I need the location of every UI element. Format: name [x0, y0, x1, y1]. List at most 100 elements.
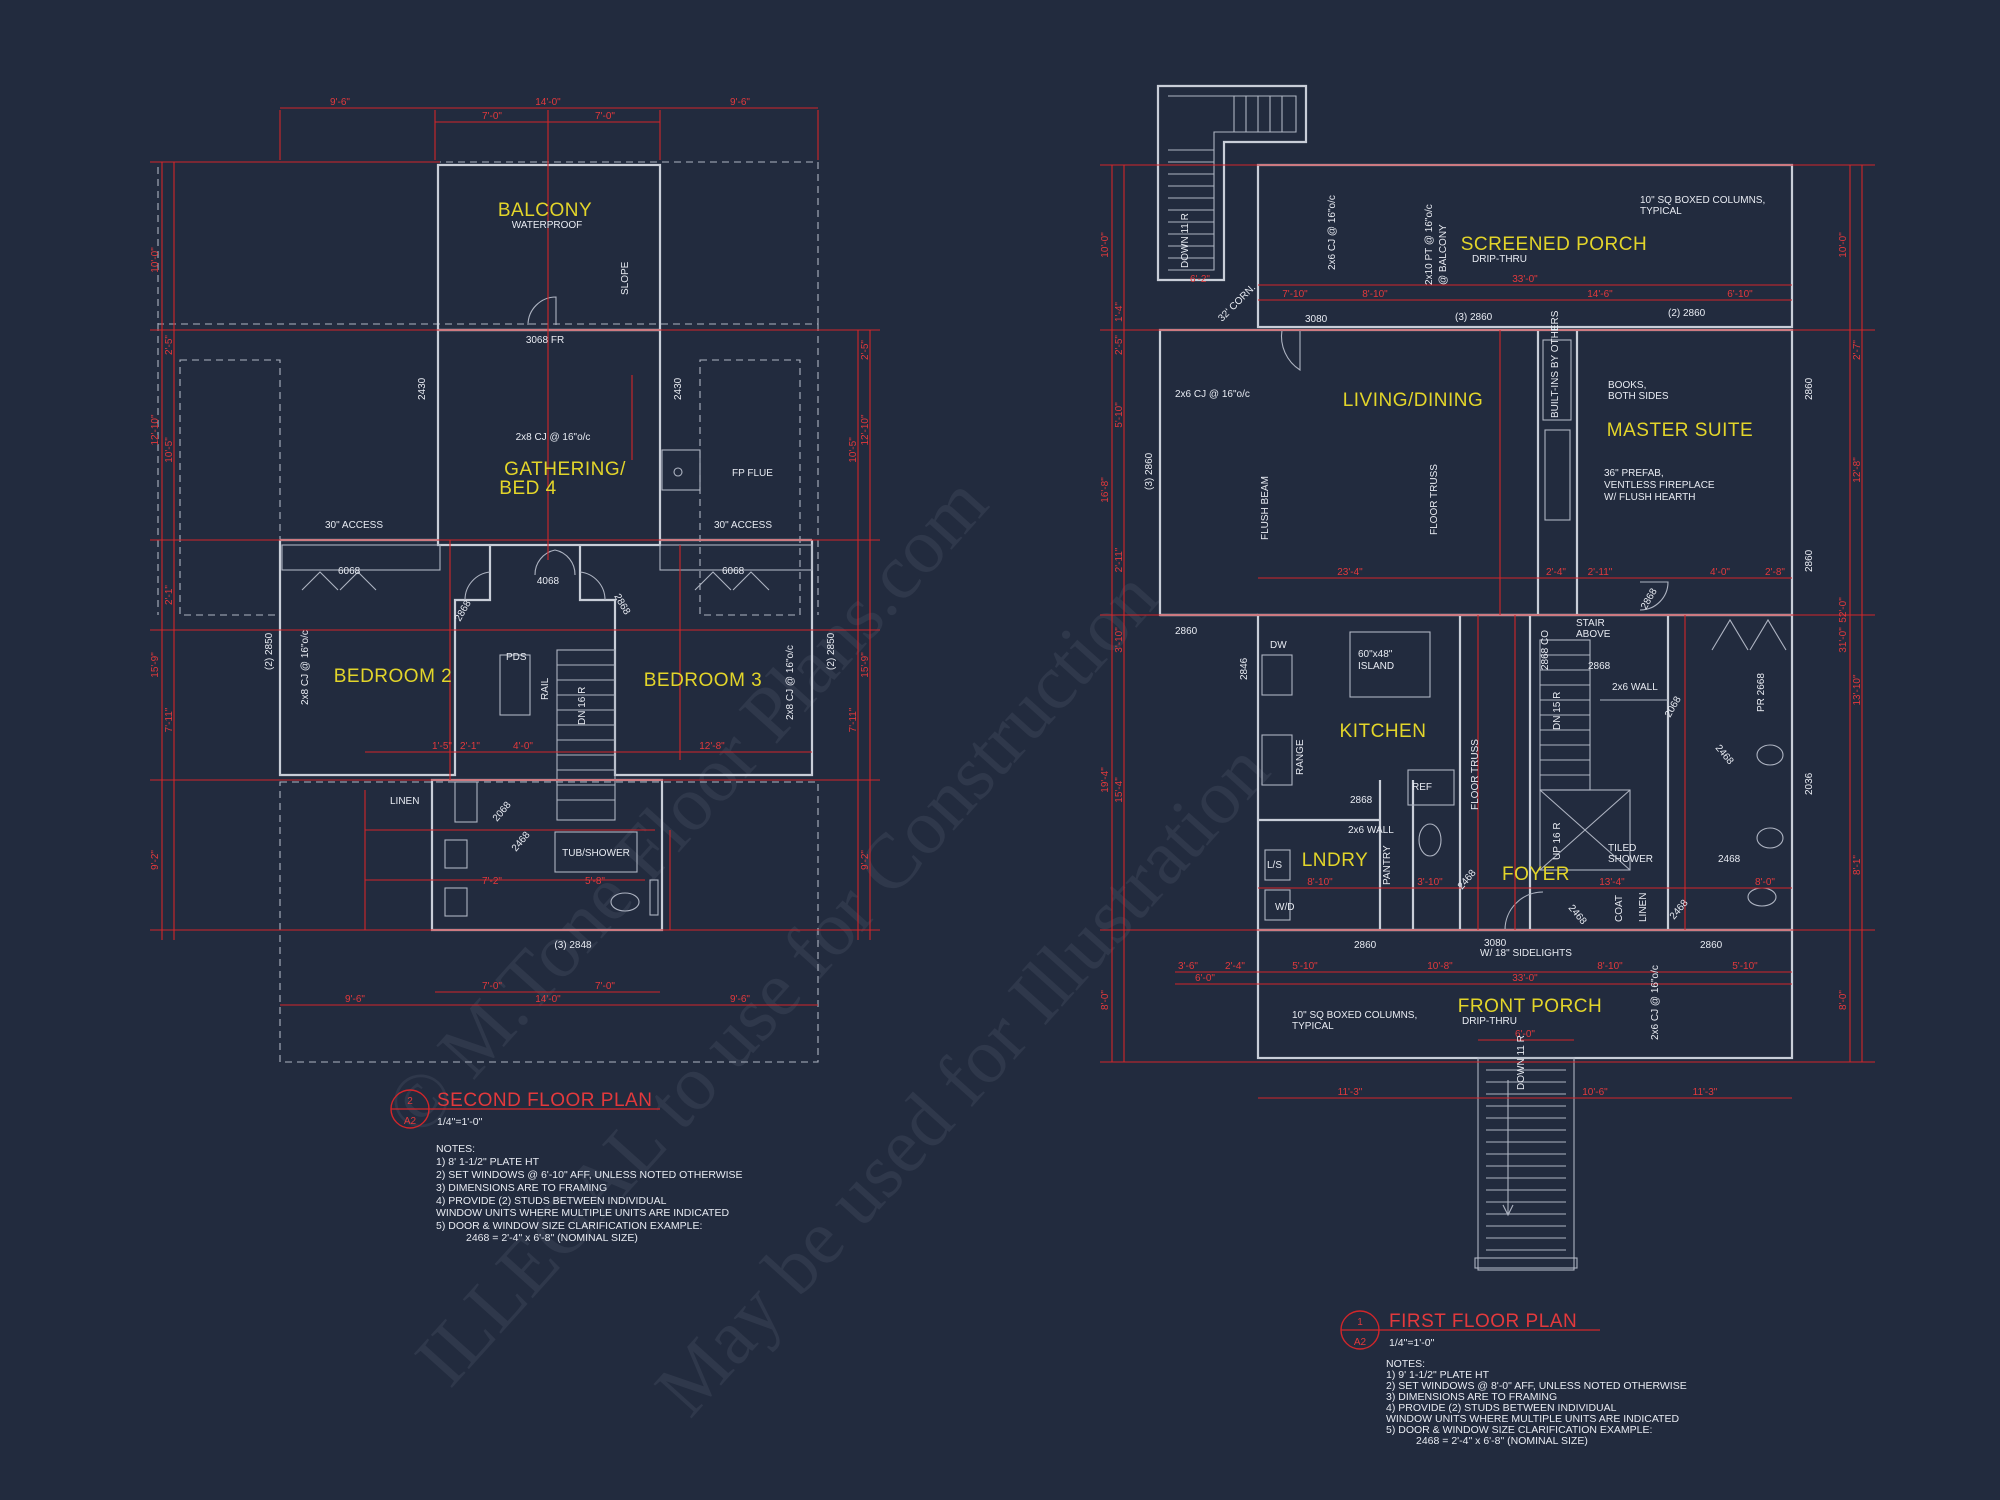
- dim-text: 15'-4": [1114, 777, 1125, 803]
- room-living-dining: LIVING/DINING: [1343, 390, 1484, 411]
- door-label: 2468: [1718, 854, 1741, 865]
- dim-text: 3'-6": [1178, 961, 1198, 972]
- plan-title: FIRST FLOOR PLAN: [1389, 1311, 1577, 1332]
- dim-text: 10'-0": [1838, 232, 1849, 258]
- dim-text: 15'-9": [860, 652, 871, 678]
- living-block: [1158, 328, 1794, 617]
- stair-above-label: STAIR: [1576, 618, 1605, 629]
- pds-label: PDS: [506, 652, 527, 663]
- dim-text: 8'-0": [1838, 990, 1849, 1010]
- note-line: 4) PROVIDE (2) STUDS BETWEEN INDIVIDUAL: [1386, 1402, 1617, 1414]
- door-label: 2468: [1668, 897, 1691, 921]
- sink-master-2: [1756, 827, 1784, 849]
- joist-label: 2x10 PT @ 16"o/c: [1424, 204, 1435, 285]
- second-floor-dimensions: [150, 107, 880, 1006]
- door-label: 2468: [510, 829, 533, 853]
- door-4068-swing: [534, 549, 576, 576]
- dim-text: 2'-5": [860, 340, 871, 360]
- note-line: 3) DIMENSIONS ARE TO FRAMING: [436, 1182, 607, 1194]
- toilet-master: [1747, 887, 1777, 907]
- fireplace-note: W/ FLUSH HEARTH: [1604, 492, 1696, 503]
- first-floor-dimensions: [1100, 164, 1875, 1099]
- stair-2f: [556, 649, 616, 821]
- access-label: 30" ACCESS: [325, 520, 383, 531]
- closet-label: 2868 CO: [1540, 630, 1551, 670]
- dim-text: 9'-2": [860, 850, 871, 870]
- dim-text: 7'-0": [482, 111, 502, 122]
- dim-text: 8'-10": [1597, 961, 1623, 972]
- dim-text: 7'-0": [595, 111, 615, 122]
- dim-text: 1'-5": [432, 741, 452, 752]
- dim-text: 3'-10": [1417, 877, 1443, 888]
- dishwasher-label: DW: [1270, 640, 1287, 651]
- island-label: ISLAND: [1358, 661, 1394, 672]
- joist-label: 2x6 CJ @ 16"o/c: [1650, 965, 1661, 1040]
- window-label: 2860: [1175, 626, 1198, 637]
- door-label: 4068: [537, 576, 560, 587]
- dim-text: 13'-10": [1852, 674, 1863, 705]
- first-floor-plan: 7'-10" 8'-10" 14'-6" 6'-10" 33'-0" 6'-2"…: [1100, 84, 1875, 1447]
- stair-above-label: ABOVE: [1576, 629, 1611, 640]
- fireplace-flue: [661, 449, 701, 491]
- room-front-porch: FRONT PORCH: [1458, 996, 1602, 1017]
- note-line: 2) SET WINDOWS @ 8'-0" AFF, UNLESS NOTED…: [1386, 1380, 1687, 1392]
- books-label: BOTH SIDES: [1608, 391, 1669, 402]
- wall-label: 2x6 WALL: [1348, 825, 1394, 836]
- window-label: 2860: [1804, 377, 1815, 400]
- dim-text: 7'-0": [482, 981, 502, 992]
- window-label: (2) 2850: [264, 632, 275, 670]
- dim-text: 2'-8": [1765, 567, 1785, 578]
- dim-text: 8'-10": [1362, 289, 1388, 300]
- shower-label: SHOWER: [1608, 854, 1653, 865]
- second-floor-plan: 9'-6" 14'-0" 9'-6" 7'-0" 7'-0" 7'-0" 7'-…: [150, 97, 880, 1244]
- detail-number: 1: [1357, 1317, 1363, 1328]
- dim-text: 6'-0": [1515, 1029, 1535, 1040]
- dim-text: 31'-0": [1838, 627, 1849, 653]
- note-line: 2468 = 2'-4" x 6'-8" (NOMINAL SIZE): [1416, 1435, 1588, 1447]
- dim-text: 12'-10": [860, 414, 871, 445]
- dim-text: 15'-9": [150, 652, 161, 678]
- flue-label: FP FLUE: [732, 468, 773, 479]
- corner-label: 32' CORN.: [1216, 282, 1258, 324]
- note-line: 4) PROVIDE (2) STUDS BETWEEN INDIVIDUAL: [436, 1195, 667, 1207]
- ref-label: REF: [1412, 782, 1432, 793]
- room-balcony: BALCONY: [498, 200, 592, 221]
- linen-label: LINEN: [1638, 893, 1649, 922]
- dim-text: 2'-5": [1114, 335, 1125, 355]
- first-floor-walls: [1158, 163, 1794, 1271]
- dim-text: 12'-10": [150, 414, 161, 445]
- room-bedroom-3: BEDROOM 3: [644, 670, 763, 691]
- plan-scale: 1/4"=1'-0": [1389, 1337, 1435, 1349]
- dim-text: 10'-6": [1582, 1087, 1608, 1098]
- dim-text: 10'-0": [1100, 232, 1111, 258]
- dim-text: 7'-10": [1282, 289, 1308, 300]
- dim-text: 4'-0": [513, 741, 533, 752]
- balcony-note: @ BALCONY: [1438, 224, 1449, 285]
- plan-scale: 1/4"=1'-0": [437, 1116, 483, 1128]
- rail-label: RAIL: [540, 677, 551, 700]
- room-foyer: FOYER: [1502, 864, 1570, 885]
- toilet-powder: [1418, 823, 1442, 857]
- front-porch-sublabel: DRIP-THRU: [1462, 1016, 1517, 1027]
- window-label: 2846: [1239, 657, 1250, 680]
- kitchen-island: [1349, 631, 1431, 698]
- room-gathering-bed4: BED 4: [499, 478, 556, 499]
- dim-text: 2'-11": [1588, 567, 1613, 578]
- roof-outline: [157, 161, 819, 1063]
- pantry-door-label: PR 2668: [1756, 673, 1767, 712]
- washer-dryer: [1264, 889, 1291, 921]
- sheet-number: A2: [404, 1116, 417, 1127]
- watermark: © M.Tone Floor Plans.com ILLEGAL to use …: [368, 459, 1285, 1431]
- dim-text: 7'-0": [595, 981, 615, 992]
- dim-text: 14'-0": [535, 994, 561, 1005]
- room-screened-porch: SCREENED PORCH: [1461, 234, 1647, 255]
- dim-text: 2'-11": [1114, 547, 1125, 572]
- dim-text: 9'-6": [730, 97, 750, 108]
- dim-text: 12'-8": [1852, 457, 1863, 483]
- dim-text: 2'-7": [1852, 340, 1863, 360]
- window-label: 2860: [1700, 940, 1723, 951]
- joist-label: 2x6 CJ @ 16"o/c: [1327, 195, 1338, 270]
- dim-text: 3'-10": [1114, 627, 1125, 653]
- tub-label: TUB/SHOWER: [562, 848, 630, 859]
- tub-shower: [554, 831, 638, 873]
